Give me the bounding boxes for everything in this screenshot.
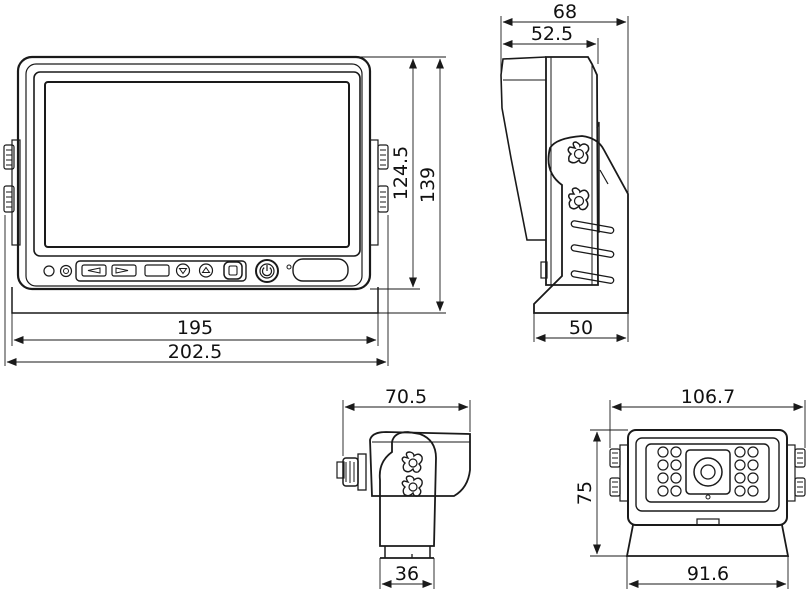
camera-side-depth-label: 70.5 xyxy=(385,386,427,408)
monitor-side-top-knob xyxy=(567,141,590,164)
monitor-bezel xyxy=(33,71,361,257)
camera-lens xyxy=(685,449,731,500)
monitor-outer-width-label: 202.5 xyxy=(168,341,222,363)
monitor-screen xyxy=(44,81,350,248)
camera-front-left-knobs xyxy=(609,444,629,502)
monitor-housing xyxy=(16,55,372,291)
monitor-side-bottom-knob xyxy=(567,187,590,211)
camera-front-width-label: 106.7 xyxy=(681,386,735,408)
monitor-buttons-row xyxy=(43,258,349,283)
monitor-bracket-slots xyxy=(570,169,615,284)
monitor-body-depth-label: 52.5 xyxy=(531,23,573,45)
monitor-front-dimensions xyxy=(4,56,446,366)
camera-front-right-knobs xyxy=(786,444,806,502)
camera-side-knobs xyxy=(401,451,423,497)
camera-ir-leds xyxy=(657,446,759,497)
camera-front-dimensions xyxy=(590,400,806,589)
monitor-screen-height-label: 124.5 xyxy=(390,146,412,200)
monitor-total-height-label: 139 xyxy=(417,167,439,203)
camera-side-view xyxy=(336,431,471,559)
monitor-inner-width-label: 195 xyxy=(177,317,213,339)
camera-front-base-width-label: 91.6 xyxy=(687,563,729,585)
camera-front-view xyxy=(609,429,806,557)
camera-side-dimensions xyxy=(342,400,471,589)
monitor-bracket-width-label: 50 xyxy=(569,317,593,339)
monitor-right-knobs xyxy=(369,139,389,246)
monitor-total-depth-label: 68 xyxy=(553,1,577,23)
monitor-side-view xyxy=(500,56,629,314)
camera-base-width-label: 36 xyxy=(395,563,419,585)
monitor-left-knobs xyxy=(3,139,21,246)
monitor-front-view xyxy=(3,55,389,314)
camera-height-label: 75 xyxy=(574,481,596,505)
monitor-side-dimensions xyxy=(500,16,629,342)
monitor-base-bracket xyxy=(11,287,379,314)
